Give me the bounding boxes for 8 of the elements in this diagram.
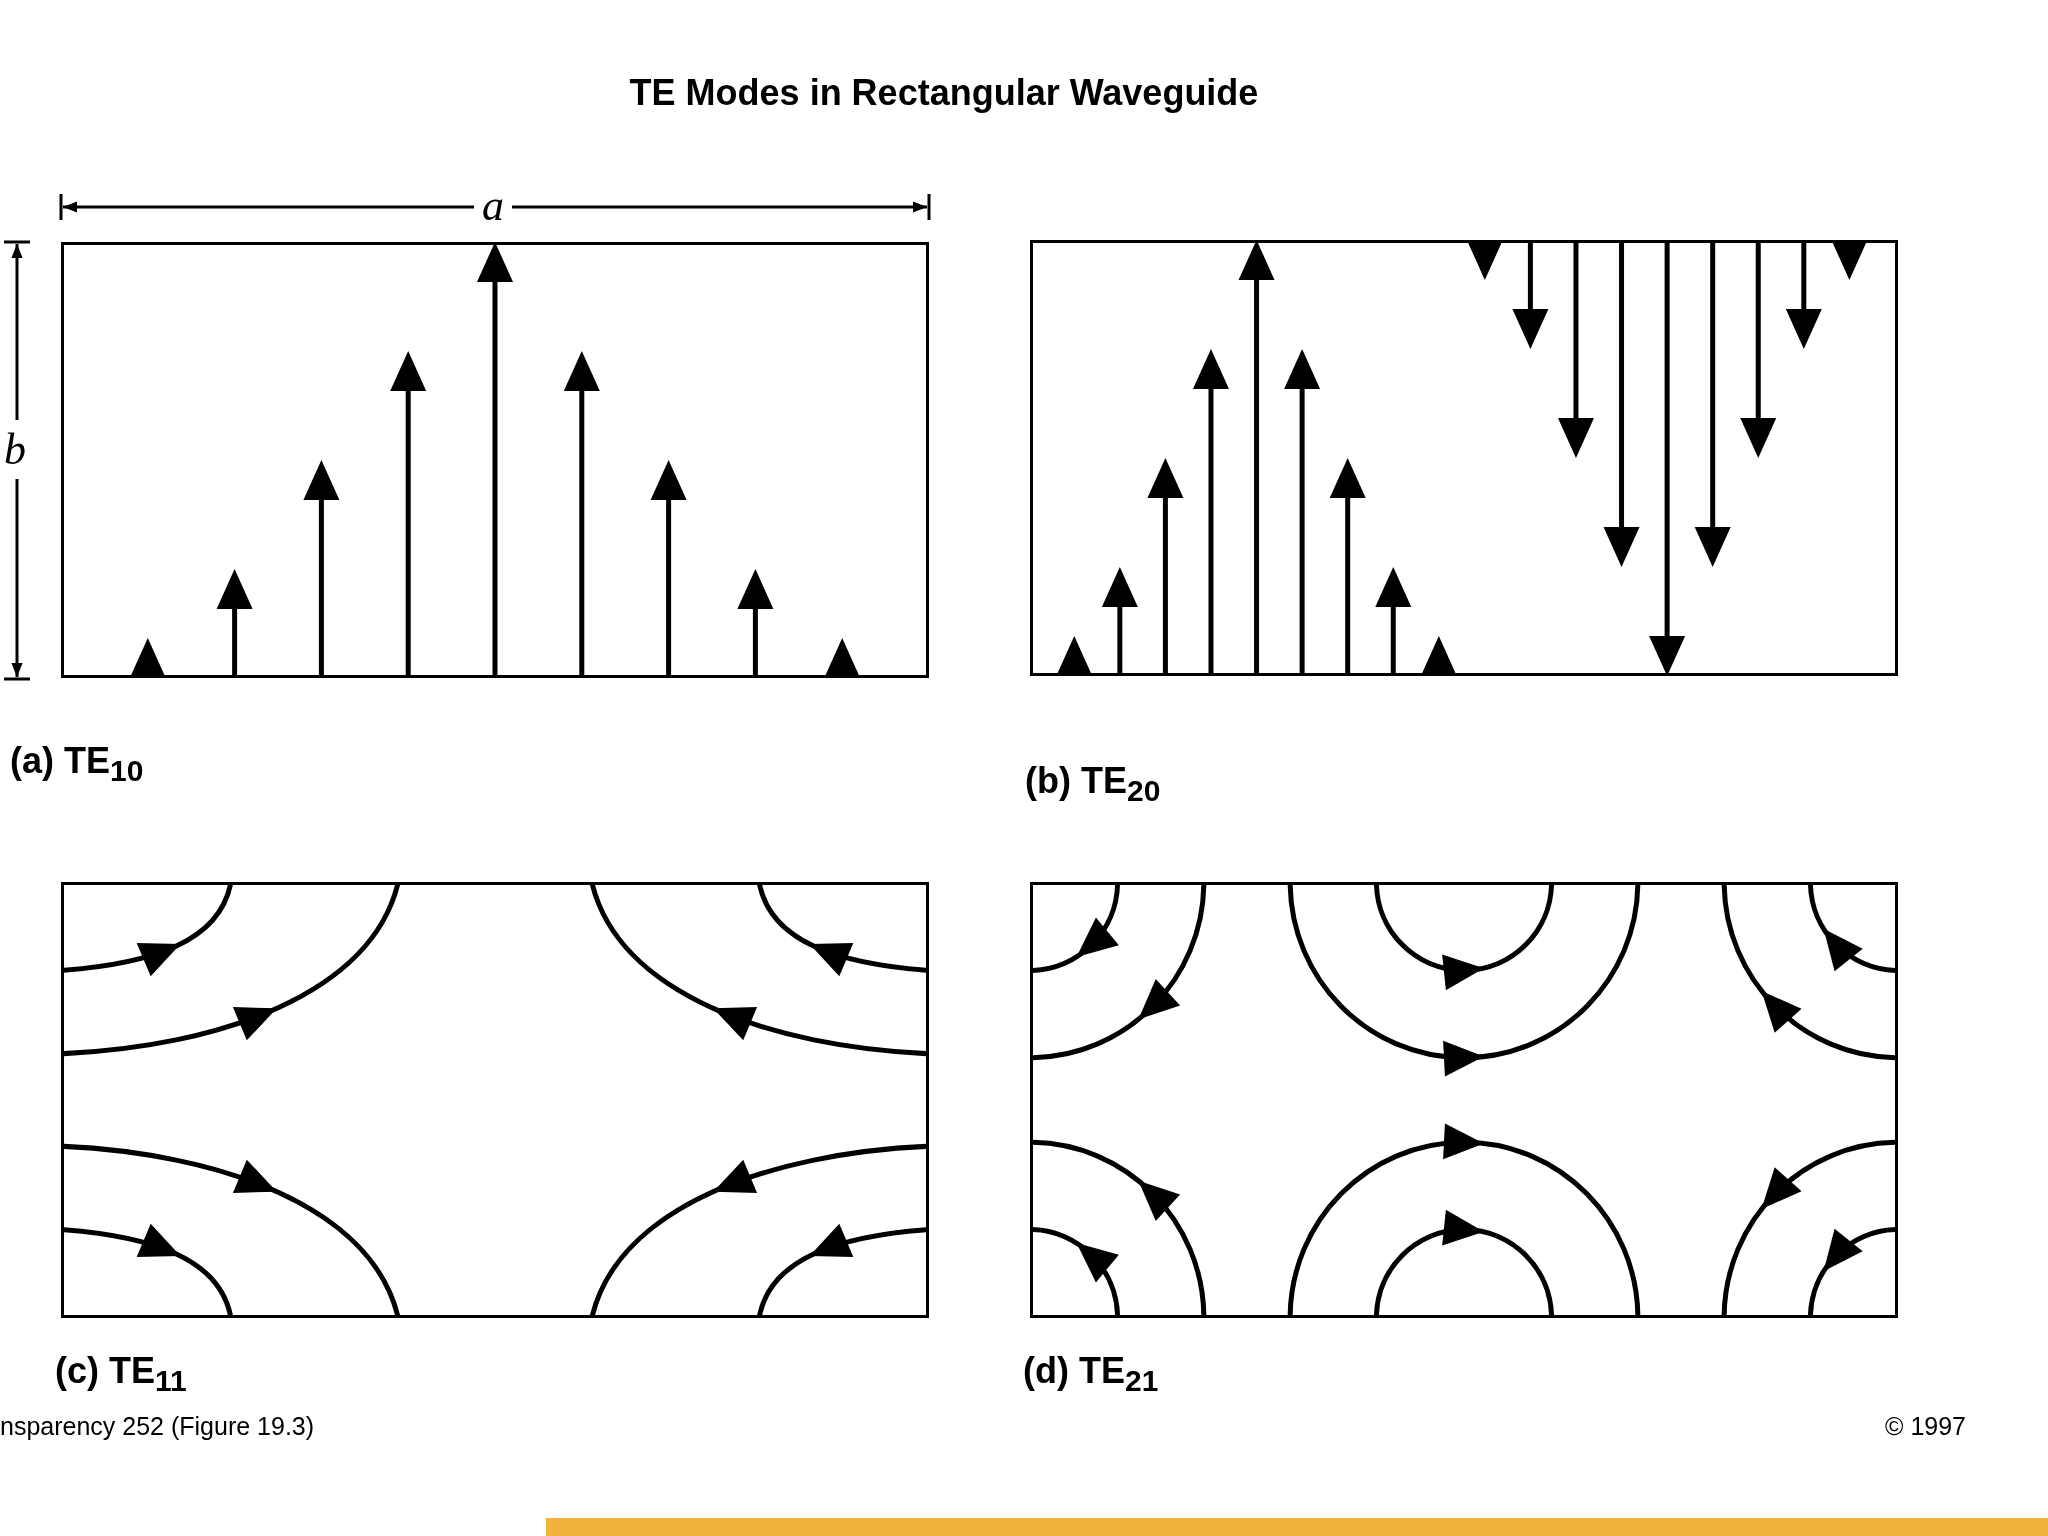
copyright-notice: © 1997 xyxy=(1885,1412,1966,1441)
panel-caption: (b) TE$_{20}$ xyxy=(1025,760,1161,809)
panel-caption: (a) TE$_{10}$ xyxy=(10,740,144,789)
footer-note: nsparency 252 (Figure 19.3) xyxy=(0,1412,315,1441)
panel-caption: (c) TE$_{11}$ xyxy=(55,1350,187,1399)
title: TE Modes in Rectangular Waveguide xyxy=(628,72,1260,114)
dimension-label: b xyxy=(2,420,28,479)
panel-caption: (d) TE$_{21}$ xyxy=(1023,1350,1159,1399)
